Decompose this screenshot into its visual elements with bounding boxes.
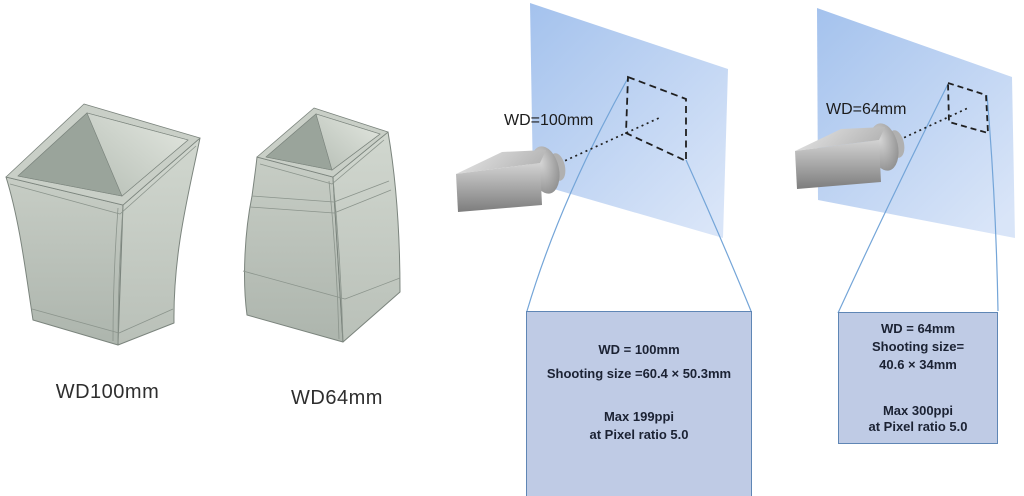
wd100-screen-panel [530, 3, 728, 238]
wd100-shooting-area-dashed [625, 75, 687, 163]
camera-body-front [456, 163, 542, 212]
wd64-spec-line-size-value: 40.6 × 34mm [879, 357, 957, 372]
hood64-corner-edge [332, 178, 344, 341]
hood100-base-band [31, 308, 174, 334]
wd100-spec-line-pixelratio: at Pixel ratio 5.0 [589, 426, 689, 442]
camera-body-top [795, 127, 885, 151]
wd100-connector-right [685, 159, 752, 312]
lens-hood-100mm-render [5, 103, 201, 346]
hood100-rim-edge-line [9, 145, 197, 215]
hood-100mm-label: WD100mm [55, 381, 160, 403]
hood100-corner-edge-2 [112, 207, 119, 342]
camera-body-top [456, 150, 546, 174]
wd100-spec-line-maxppi: Max 199ppi [603, 409, 675, 424]
wd64-callout: WD=64mm [826, 101, 907, 118]
hood64-left-face [244, 156, 344, 343]
wd100-spec-line-wd: WD = 100mm [598, 342, 680, 357]
hood100-left-face [5, 176, 124, 346]
hood64-neck-line-2 [249, 189, 392, 214]
wd100-spec-main: WD = 100mm Shooting size =60.4 × 50.3mm [527, 338, 751, 386]
hood100-right-face [117, 137, 201, 346]
wd64-spec-main: WD = 64mm Shooting size= 40.6 × 34mm [839, 320, 997, 374]
wd64-connector-right [986, 94, 999, 312]
lens-hood-64mm-render [242, 107, 401, 343]
wd64-connector-left [837, 83, 949, 314]
wd100-sight-line [559, 117, 660, 164]
camera-illustration [456, 146, 566, 212]
wd64-shooting-area-dashed [947, 81, 989, 135]
camera-illustration [795, 123, 905, 189]
wd100-connector-left [526, 77, 629, 312]
wd64-shooting-diagram [795, 8, 1015, 314]
hood64-interior-light [315, 113, 381, 171]
hood-64mm-label: WD64mm [291, 387, 383, 409]
hood100-corner-edge [117, 206, 124, 344]
wd64-spec-line-size-label: Shooting size= [871, 339, 965, 354]
wd100-spec-ppi: Max 199ppi at Pixel ratio 5.0 [527, 408, 751, 443]
wd64-sight-line [898, 107, 969, 141]
wd64-spec-line-pixelratio: at Pixel ratio 5.0 [868, 419, 968, 434]
wd100-spec-line-size: Shooting size =60.4 × 50.3mm [546, 366, 732, 381]
wd100-shooting-diagram [456, 3, 752, 312]
hood64-corner-edge-2 [328, 180, 340, 340]
hood64-rim-edge-line [259, 139, 385, 185]
hood100-interior-light [86, 112, 189, 197]
wd64-spec-line-wd: WD = 64mm [880, 321, 956, 336]
wd100-callout: WD=100mm [504, 112, 594, 129]
wd100-spec-box: WD = 100mm Shooting size =60.4 × 50.3mm … [526, 311, 752, 496]
wd64-screen-panel [817, 8, 1015, 238]
wd64-spec-line-maxppi: Max 300ppi [882, 403, 954, 418]
wd64-spec-box: WD = 64mm Shooting size= 40.6 × 34mm Max… [838, 312, 998, 444]
hood64-neck-line-1 [251, 180, 390, 203]
wd64-spec-ppi: Max 300ppi at Pixel ratio 5.0 [839, 403, 997, 435]
hood64-base-band [242, 270, 401, 300]
hood64-right-face [332, 131, 401, 343]
camera-body-front [795, 140, 881, 189]
